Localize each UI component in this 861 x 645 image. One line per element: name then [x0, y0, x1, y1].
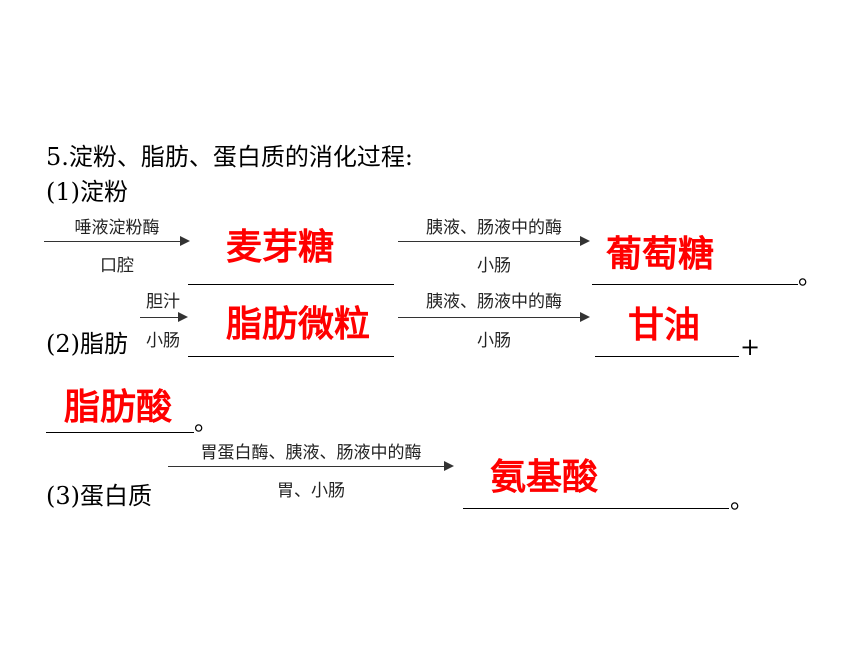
starch-label: (1)淀粉 — [46, 178, 128, 206]
starch-blank-2 — [592, 284, 798, 285]
protein-answer-amino-acid: 氨基酸 — [490, 457, 599, 498]
starch-blank-1 — [188, 284, 394, 285]
fat-enzyme-1: 胆汁 — [146, 292, 180, 312]
fat-end-mark: 。 — [194, 408, 218, 436]
fat-blank-3 — [46, 432, 194, 433]
starch-arrow-1 — [44, 236, 190, 246]
protein-end-mark: 。 — [730, 486, 754, 514]
starch-enzyme-1: 唾液淀粉酶 — [74, 218, 160, 238]
starch-arrow-2 — [398, 236, 590, 246]
protein-blank-1 — [463, 508, 729, 509]
fat-enzyme-2: 胰液、肠液中的酶 — [426, 292, 562, 312]
fat-plus-sign: + — [740, 333, 761, 361]
fat-arrow-2 — [398, 312, 590, 322]
starch-end-mark: 。 — [798, 262, 822, 290]
protein-enzyme-1: 胃蛋白酶、胰液、肠液中的酶 — [200, 443, 422, 463]
protein-arrow-1 — [168, 461, 454, 471]
page-title: 5.淀粉、脂肪、蛋白质的消化过程: — [46, 143, 413, 171]
starch-answer-glucose: 葡萄糖 — [606, 234, 715, 275]
starch-site-2: 小肠 — [477, 256, 511, 276]
fat-answer-fatty-acid: 脂肪酸 — [64, 387, 173, 428]
fat-answer-fat-particles: 脂肪微粒 — [226, 304, 371, 345]
starch-site-1: 口腔 — [100, 256, 134, 276]
protein-site-1: 胃、小肠 — [277, 481, 345, 501]
fat-blank-1 — [188, 356, 394, 357]
fat-answer-glycerol: 甘油 — [628, 305, 701, 346]
fat-blank-2 — [595, 356, 739, 357]
fat-label: (2)脂肪 — [46, 330, 128, 358]
fat-site-1: 小肠 — [146, 331, 180, 351]
fat-arrow-1 — [140, 312, 188, 322]
starch-enzyme-2: 胰液、肠液中的酶 — [426, 218, 562, 238]
protein-label: (3)蛋白质 — [46, 482, 152, 510]
fat-site-2: 小肠 — [477, 331, 511, 351]
starch-answer-maltose: 麦芽糖 — [226, 227, 335, 268]
